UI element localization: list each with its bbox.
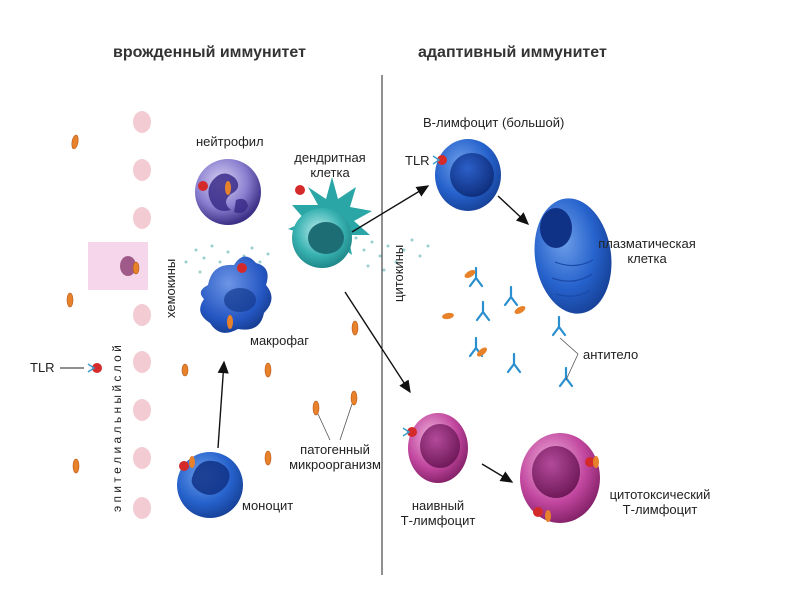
antibody-label: антитело [583, 347, 639, 362]
pathogen-label-line1: патогенный [300, 442, 370, 457]
monocyte-cell [177, 452, 243, 518]
naive-label-line2: Т-лимфоцит [400, 513, 476, 528]
macrophage-cell [200, 256, 272, 333]
cytotoxic-t-lymphocyte-label: цитотоксический Т-лимфоцит [600, 487, 720, 517]
plasma-label-line1: плазматическая [598, 236, 696, 251]
innate-immunity-header: врожденный иммунитет [113, 44, 306, 61]
neutrophil-cell [195, 159, 261, 225]
tlr-label-left: TLR [30, 360, 55, 375]
naive-t-lymphocyte-label: наивный Т-лимфоцит [398, 498, 478, 528]
monocyte-label: моноцит [242, 498, 294, 513]
b-lymphocyte-label: В-лимфоцит (большой) [423, 115, 565, 130]
naive-label-line1: наивный [411, 498, 465, 513]
pathogens [66, 134, 359, 474]
naive-t-lymphocyte-cell [402, 413, 468, 483]
macrophage-label: макрофаг [250, 333, 309, 348]
dendritic-label-line2: клетка [310, 165, 350, 180]
plasma-label-line2: клетка [627, 251, 667, 266]
plasma-cell [534, 198, 612, 314]
dendritic-cell-label: дендритная клетка [290, 150, 370, 180]
cytotoxic-t-lymphocyte-cell [520, 433, 600, 523]
tlr-label-b: TLR [405, 153, 430, 168]
pathogen-label: патогенный микроорганизм [280, 442, 390, 472]
cytokine-particles [354, 236, 430, 272]
neutrophil-label: нейтрофил [196, 134, 264, 149]
epithelial-layer-label: э п и т е л и а л ь н ы й с л о й [110, 345, 124, 512]
pointer-lines [317, 337, 579, 441]
cytotoxic-label-line1: цитотоксический [609, 487, 711, 502]
pathogen-label-line2: микроорганизм [289, 457, 381, 472]
dendritic-cell [288, 177, 372, 268]
dendritic-label-line1: дендритная [294, 150, 366, 165]
tlr-marker-left [60, 363, 102, 373]
arrows [217, 185, 530, 483]
b-lymphocyte-cell [432, 139, 501, 211]
cytotoxic-label-line2: Т-лимфоцит [622, 502, 698, 517]
chemokines-label: хемокины [163, 258, 178, 318]
cytokines-label: цитокины [391, 244, 406, 302]
adaptive-immunity-header: адаптивный иммунитет [418, 44, 607, 61]
plasma-cell-label: плазматическая клетка [592, 236, 702, 266]
antibody-bound-pathogens [442, 270, 526, 357]
